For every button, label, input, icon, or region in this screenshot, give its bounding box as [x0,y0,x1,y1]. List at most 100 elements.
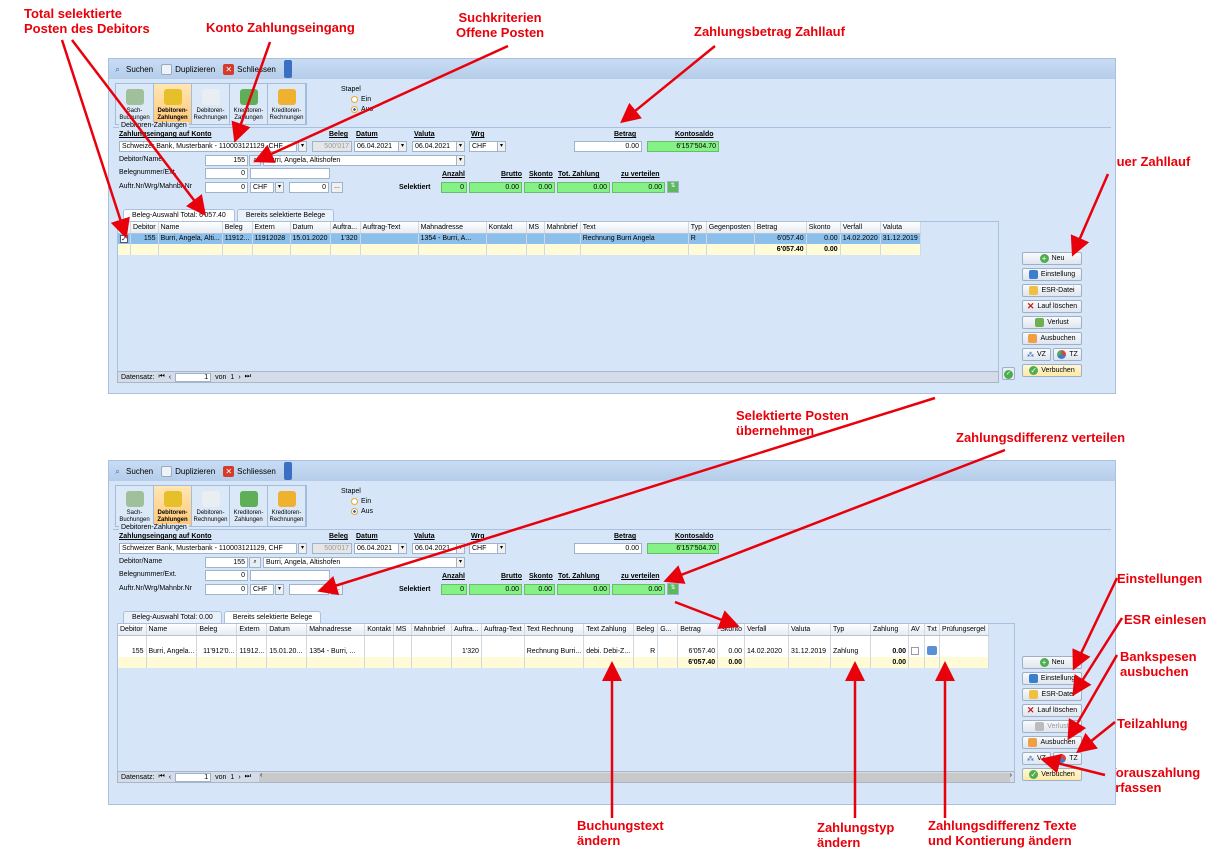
first-record-button[interactable]: ⏮ [158,773,165,780]
debitor-name-select[interactable]: Burri, Angela, Altishofen [263,155,463,166]
ribbon-button-1[interactable]: Debitoren- Zahlungen [154,486,192,526]
tab-bereits-selektiert[interactable]: Bereits selektierte Belege [236,209,335,221]
chevron-down-icon[interactable]: ▾ [275,584,284,595]
column-header[interactable]: MS [393,624,412,636]
column-header[interactable]: Betrag [677,624,719,636]
text-edit-button[interactable] [924,646,940,657]
select-checkbox[interactable]: ✓ [118,233,131,244]
column-header[interactable]: Typ [830,624,871,636]
column-header[interactable]: Skonto [717,624,745,636]
column-header[interactable]: Valuta [880,222,921,234]
wrg-select[interactable]: CHF [469,141,499,152]
ellipsis-button[interactable]: … [331,584,343,595]
search-button[interactable]: ⌕Suchen [112,466,153,477]
column-header[interactable]: Gegenposten [706,222,755,234]
settings-button[interactable]: Einstellung [1022,268,1082,281]
toolbar-more-button[interactable] [283,60,292,78]
column-header[interactable]: Beleg [196,624,238,636]
column-header[interactable]: Kontakt [364,624,394,636]
ribbon-button-2[interactable]: Debitoren- Rechnungen [192,84,230,124]
column-header[interactable]: Beleg [222,222,253,234]
datum-field[interactable]: 06.04.2021 [354,543,400,554]
distribute-difference-button[interactable]: ⇅ [667,181,679,193]
column-header[interactable]: Betrag [754,222,807,234]
settings-button[interactable]: Einstellung [1022,672,1082,685]
column-header[interactable]: G... [657,624,679,636]
toolbar-more-button[interactable] [283,462,292,480]
datum-field[interactable]: 06.04.2021 [354,141,400,152]
extern-field[interactable] [250,570,330,581]
chevron-down-icon[interactable]: ▾ [398,141,407,152]
ribbon-button-2[interactable]: Debitoren- Rechnungen [192,486,230,526]
esr-file-button[interactable]: ESR-Datei [1022,284,1082,297]
loss-button[interactable]: Verlust [1022,316,1082,329]
column-header[interactable]: Auftra... [330,222,361,234]
column-header[interactable]: Verfall [744,624,789,636]
column-header[interactable]: AV [908,624,925,636]
column-header[interactable]: Text [580,222,689,234]
column-header[interactable]: Auftrag-Text [360,222,419,234]
column-header[interactable]: MS [526,222,545,234]
ellipsis-button[interactable]: … [331,182,343,193]
column-header[interactable]: Kontakt [486,222,527,234]
column-header[interactable]: Mahnbrief [544,222,581,234]
ribbon-button-4[interactable]: Kreditoren- Rechnungen [268,486,306,526]
delete-run-button[interactable]: ✕Lauf löschen [1022,300,1082,313]
column-header[interactable]: Mahnbrief [411,624,452,636]
ribbon-button-4[interactable]: Kreditoren- Rechnungen [268,84,306,124]
ribbon-button-3[interactable]: Kreditoren- Zahlungen [230,486,268,526]
chevron-down-icon[interactable]: ▾ [275,182,284,193]
extern-field[interactable] [250,168,330,179]
close-button[interactable]: ✕Schliessen [223,465,276,477]
record-input[interactable]: 1 [175,372,212,382]
chevron-down-icon[interactable]: ▾ [456,543,465,554]
stapel-aus-radio[interactable]: Aus [341,105,373,115]
auftrag-wrg-select[interactable]: CHF [250,182,274,193]
wrg-select[interactable]: CHF [469,543,499,554]
column-header[interactable]: Mahnadresse [306,624,366,636]
auftrag-wrg-select[interactable]: CHF [250,584,274,595]
loss-button[interactable]: Verlust [1022,720,1082,733]
column-header[interactable]: Auftrag-Text [481,624,525,636]
column-header[interactable]: Txt [924,624,940,636]
stapel-aus-radio[interactable]: Aus [341,507,373,517]
column-header[interactable]: Datum [290,222,331,234]
column-header[interactable]: Text Zahlung [583,624,635,636]
esr-file-button[interactable]: ESR-Datei [1022,688,1082,701]
ribbon-button-3[interactable]: Kreditoren- Zahlungen [230,84,268,124]
distribute-difference-button[interactable]: ⇅ [667,583,679,595]
tab-beleg-auswahl[interactable]: Beleg-Auswahl Total: 0.00 [123,611,222,623]
chevron-down-icon[interactable]: ▾ [456,155,465,166]
konto-select[interactable]: Schweizer Bank, Musterbank - 11000312112… [119,141,297,152]
search-icon[interactable]: ⌕ [249,155,261,166]
prepayment-button[interactable]: ⁂VZ [1022,752,1051,765]
new-run-button[interactable]: +Neu [1022,656,1082,669]
valuta-field[interactable]: 06.04.2021 [412,141,458,152]
horizontal-scrollbar[interactable]: ›‹ [258,772,1012,782]
post-button[interactable]: ✓Verbuchen [1022,768,1082,781]
column-header[interactable]: Prüfungsergel [939,624,989,636]
prev-record-button[interactable]: ‹ [168,773,172,781]
first-record-button[interactable]: ⏮ [158,373,165,380]
prev-record-button[interactable]: ‹ [168,373,172,381]
stapel-ein-radio[interactable]: Ein [341,95,373,105]
tab-bereits-selektiert[interactable]: Bereits selektierte Belege [223,611,322,623]
column-header[interactable]: Typ [688,222,707,234]
last-record-button[interactable]: ⏭ [244,773,251,780]
column-header[interactable]: Zahlung [870,624,909,636]
chevron-down-icon[interactable]: ▾ [298,543,307,554]
close-button[interactable]: ✕Schliessen [223,63,276,75]
betrag-field[interactable]: 0.00 [574,141,642,152]
chevron-down-icon[interactable]: ▾ [456,141,465,152]
column-header[interactable]: Datum [266,624,308,636]
transfer-selected-button[interactable]: ✓ [1002,367,1015,380]
column-header[interactable] [118,222,131,234]
belegnummer-field[interactable]: 0 [205,168,248,179]
auftrag-nr-field[interactable]: 0 [205,584,248,595]
column-header[interactable]: Debitor [118,624,147,636]
column-header[interactable]: Skonto [806,222,841,234]
chevron-down-icon[interactable]: ▾ [456,557,465,568]
column-header[interactable]: Name [146,624,198,636]
